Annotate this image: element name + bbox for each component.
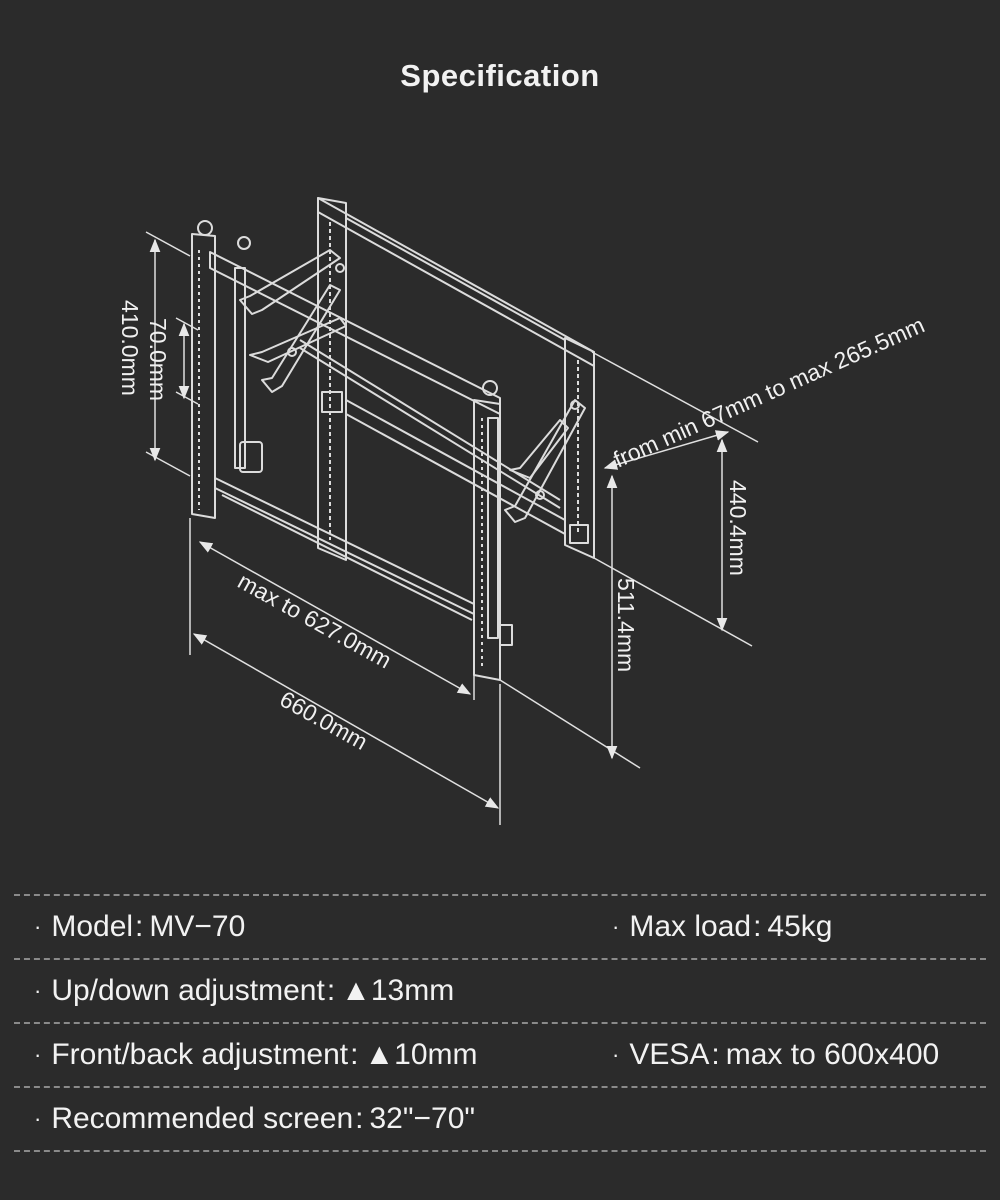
back-plate bbox=[317, 197, 595, 561]
dim-height-back: 511.4mm bbox=[613, 578, 639, 672]
spec-value: 32"−70" bbox=[369, 1102, 476, 1135]
spec-frontback: · Front/back adjustment : ▲10mm bbox=[14, 1038, 596, 1072]
bullet: · bbox=[34, 914, 42, 939]
dim-width-max: max to 627.0mm bbox=[234, 568, 396, 674]
spec-value: 45kg bbox=[767, 910, 833, 943]
spec-label: Recommended screen bbox=[51, 1102, 354, 1135]
dim-height-right: 440.4mm bbox=[725, 480, 751, 576]
spec-label: Max load bbox=[629, 910, 752, 943]
bullet: · bbox=[34, 1042, 42, 1067]
spec-row: · Model : MV−70 · Max load : 45kg bbox=[14, 894, 986, 960]
spec-sep: : bbox=[326, 974, 336, 1007]
page-title: Specification bbox=[400, 58, 600, 93]
spec-sep: : bbox=[350, 1038, 359, 1071]
spec-row: · Up/down adjustment : ▲13mm bbox=[14, 960, 986, 1024]
spec-value: MV−70 bbox=[149, 910, 246, 943]
spec-label: VESA bbox=[629, 1038, 710, 1071]
front-frame bbox=[191, 220, 580, 681]
spec-sep: : bbox=[753, 910, 762, 943]
spec-label: Front/back adjustment bbox=[51, 1038, 349, 1071]
dim-height-total: 410.0mm bbox=[117, 300, 143, 396]
spec-updown: · Up/down adjustment : ▲13mm bbox=[14, 974, 596, 1008]
spec-label: Up/down adjustment bbox=[51, 974, 325, 1007]
mount-frame bbox=[191, 197, 595, 681]
spec-value: ▲13mm bbox=[341, 974, 455, 1007]
spec-sep: : bbox=[135, 910, 144, 943]
spec-model: · Model : MV−70 bbox=[14, 910, 596, 944]
spec-value: max to 600x400 bbox=[725, 1038, 940, 1071]
bullet: · bbox=[34, 1106, 42, 1131]
bullet: · bbox=[612, 914, 620, 939]
dim-width-total: 660.0mm bbox=[276, 686, 372, 755]
spec-vesa: · VESA : max to 600x400 bbox=[596, 1038, 986, 1072]
dimension-lines bbox=[145, 231, 759, 825]
bullet: · bbox=[612, 1042, 620, 1067]
spec-sep: : bbox=[711, 1038, 720, 1071]
wall-mount-diagram: 410.0mm 70.0mm from min 67mm to max 265.… bbox=[117, 197, 928, 825]
spec-row: · Front/back adjustment : ▲10mm · VESA :… bbox=[14, 1024, 986, 1088]
scissor-arms bbox=[239, 249, 586, 523]
dim-depth-range: from min 67mm to max 265.5mm bbox=[609, 312, 928, 473]
spec-recommended-screen: · Recommended screen : 32"−70" bbox=[14, 1102, 596, 1136]
spec-row: · Recommended screen : 32"−70" bbox=[14, 1088, 986, 1152]
spec-max-load: · Max load : 45kg bbox=[596, 910, 986, 944]
bullet: · bbox=[34, 978, 42, 1003]
spec-table: · Model : MV−70 · Max load : 45kg · Up/d… bbox=[14, 894, 986, 1152]
spec-sep: : bbox=[355, 1102, 364, 1135]
spec-value: ▲10mm bbox=[364, 1038, 478, 1071]
dim-height-inner: 70.0mm bbox=[145, 318, 171, 401]
spec-label: Model bbox=[51, 910, 134, 943]
